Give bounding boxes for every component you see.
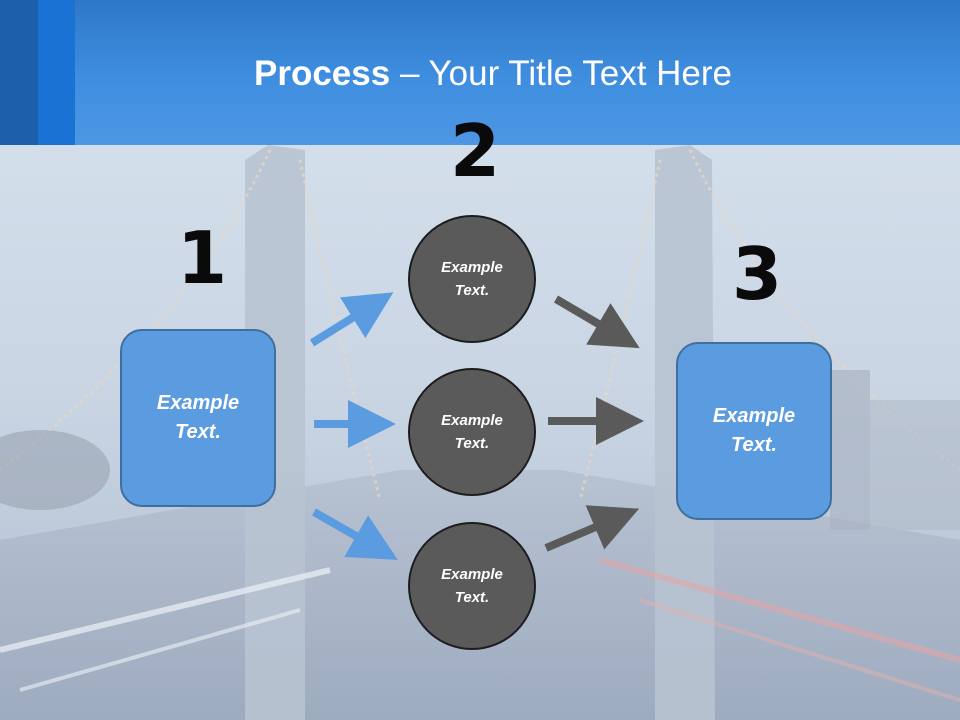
- circle-bottom-line2: Text.: [454, 589, 490, 606]
- circle-top-line1: Example: [441, 259, 503, 276]
- step-1-box-line2: Text.: [175, 421, 221, 443]
- step-1-box-line1: Example: [156, 392, 240, 414]
- step-2-circle-middle[interactable]: Example Text.: [408, 368, 536, 496]
- circle-top-line2: Text.: [454, 282, 490, 299]
- step-number-2: 2: [450, 109, 501, 193]
- step-3-box-line2: Text.: [731, 434, 777, 456]
- step-2-circle-bottom[interactable]: Example Text.: [408, 522, 536, 650]
- step-number-3: 3: [732, 232, 783, 316]
- step-1-box[interactable]: Example Text.: [120, 329, 276, 507]
- slide-title[interactable]: Process – Your Title Text Here: [0, 52, 960, 96]
- title-banner: [0, 0, 960, 145]
- banner-accent-strip: [0, 0, 38, 145]
- circle-middle-line1: Example: [441, 412, 503, 429]
- slide-title-rest: – Your Title Text Here: [390, 54, 732, 93]
- step-number-1: 1: [177, 216, 228, 300]
- slide-title-bold: Process: [254, 54, 391, 93]
- circle-middle-line2: Text.: [454, 435, 490, 452]
- step-2-circle-top[interactable]: Example Text.: [408, 215, 536, 343]
- banner-accent-strip: [38, 0, 75, 145]
- step-3-box-line1: Example: [712, 405, 796, 427]
- circle-bottom-line1: Example: [441, 566, 503, 583]
- step-3-box[interactable]: Example Text.: [676, 342, 832, 520]
